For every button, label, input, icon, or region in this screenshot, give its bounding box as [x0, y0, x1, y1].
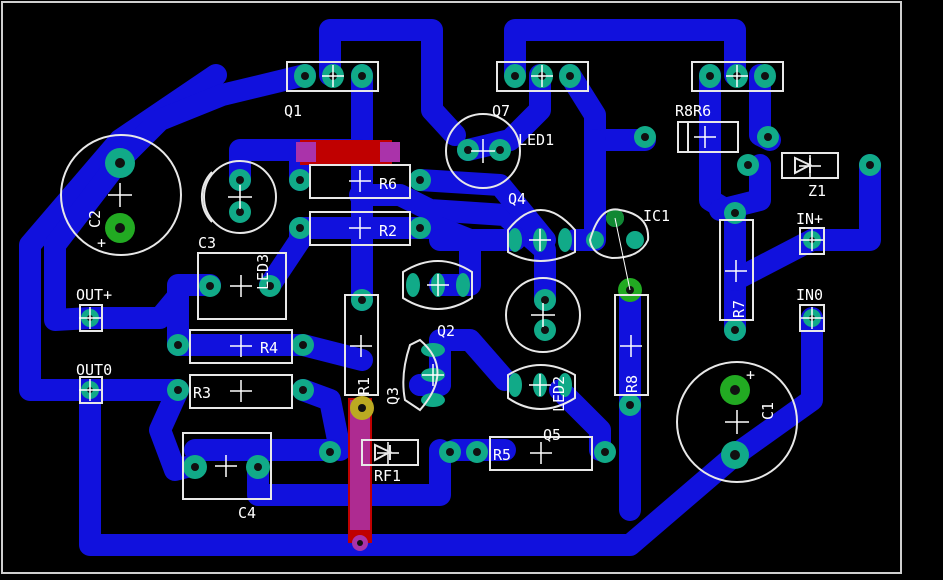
label-c1: C1	[759, 402, 777, 420]
board-outline	[1, 1, 902, 574]
label-ic1: IC1	[643, 207, 670, 225]
label-q3: Q3	[384, 387, 402, 405]
label-c4: C4	[238, 504, 256, 522]
top-layer-trace	[296, 140, 400, 551]
label-out0: OUT0	[76, 361, 112, 379]
label-c2-plus: +	[97, 234, 106, 252]
label-r3: R3	[193, 384, 211, 402]
label-in0: IN0	[796, 286, 823, 304]
label-out-plus: OUT+	[76, 286, 112, 304]
label-led3: LED3	[254, 254, 272, 290]
label-r8r6: R8R6	[675, 102, 711, 120]
label-rf1: RF1	[374, 467, 401, 485]
label-r6: R6	[379, 175, 397, 193]
label-in-plus: IN+	[796, 210, 823, 228]
label-q1: Q1	[284, 102, 302, 120]
label-led2: LED2	[550, 376, 568, 412]
label-r8: R8	[623, 375, 641, 393]
label-c3: C3	[198, 234, 216, 252]
label-c1-plus: +	[746, 366, 755, 384]
label-q7: Q7	[492, 102, 510, 120]
label-q2: Q2	[437, 322, 455, 340]
label-r7: R7	[730, 300, 748, 318]
diode-symbols	[374, 156, 813, 462]
label-r4: R4	[260, 339, 278, 357]
component-labels: Q1 Q7 R8R6 LED1 R6 R2 C2 + C3 LED3 Q4 IC…	[76, 102, 826, 522]
label-z1: Z1	[808, 182, 826, 200]
label-c2: C2	[86, 210, 104, 228]
label-r1: R1	[355, 377, 373, 395]
label-q5: Q5	[543, 426, 561, 444]
label-q4: Q4	[508, 190, 526, 208]
copper-traces	[19, 19, 881, 556]
label-r5: R5	[493, 446, 511, 464]
silkscreen	[60, 61, 839, 500]
origin-crosses	[79, 65, 823, 477]
label-r2: R2	[379, 222, 397, 240]
label-led1: LED1	[518, 131, 554, 149]
